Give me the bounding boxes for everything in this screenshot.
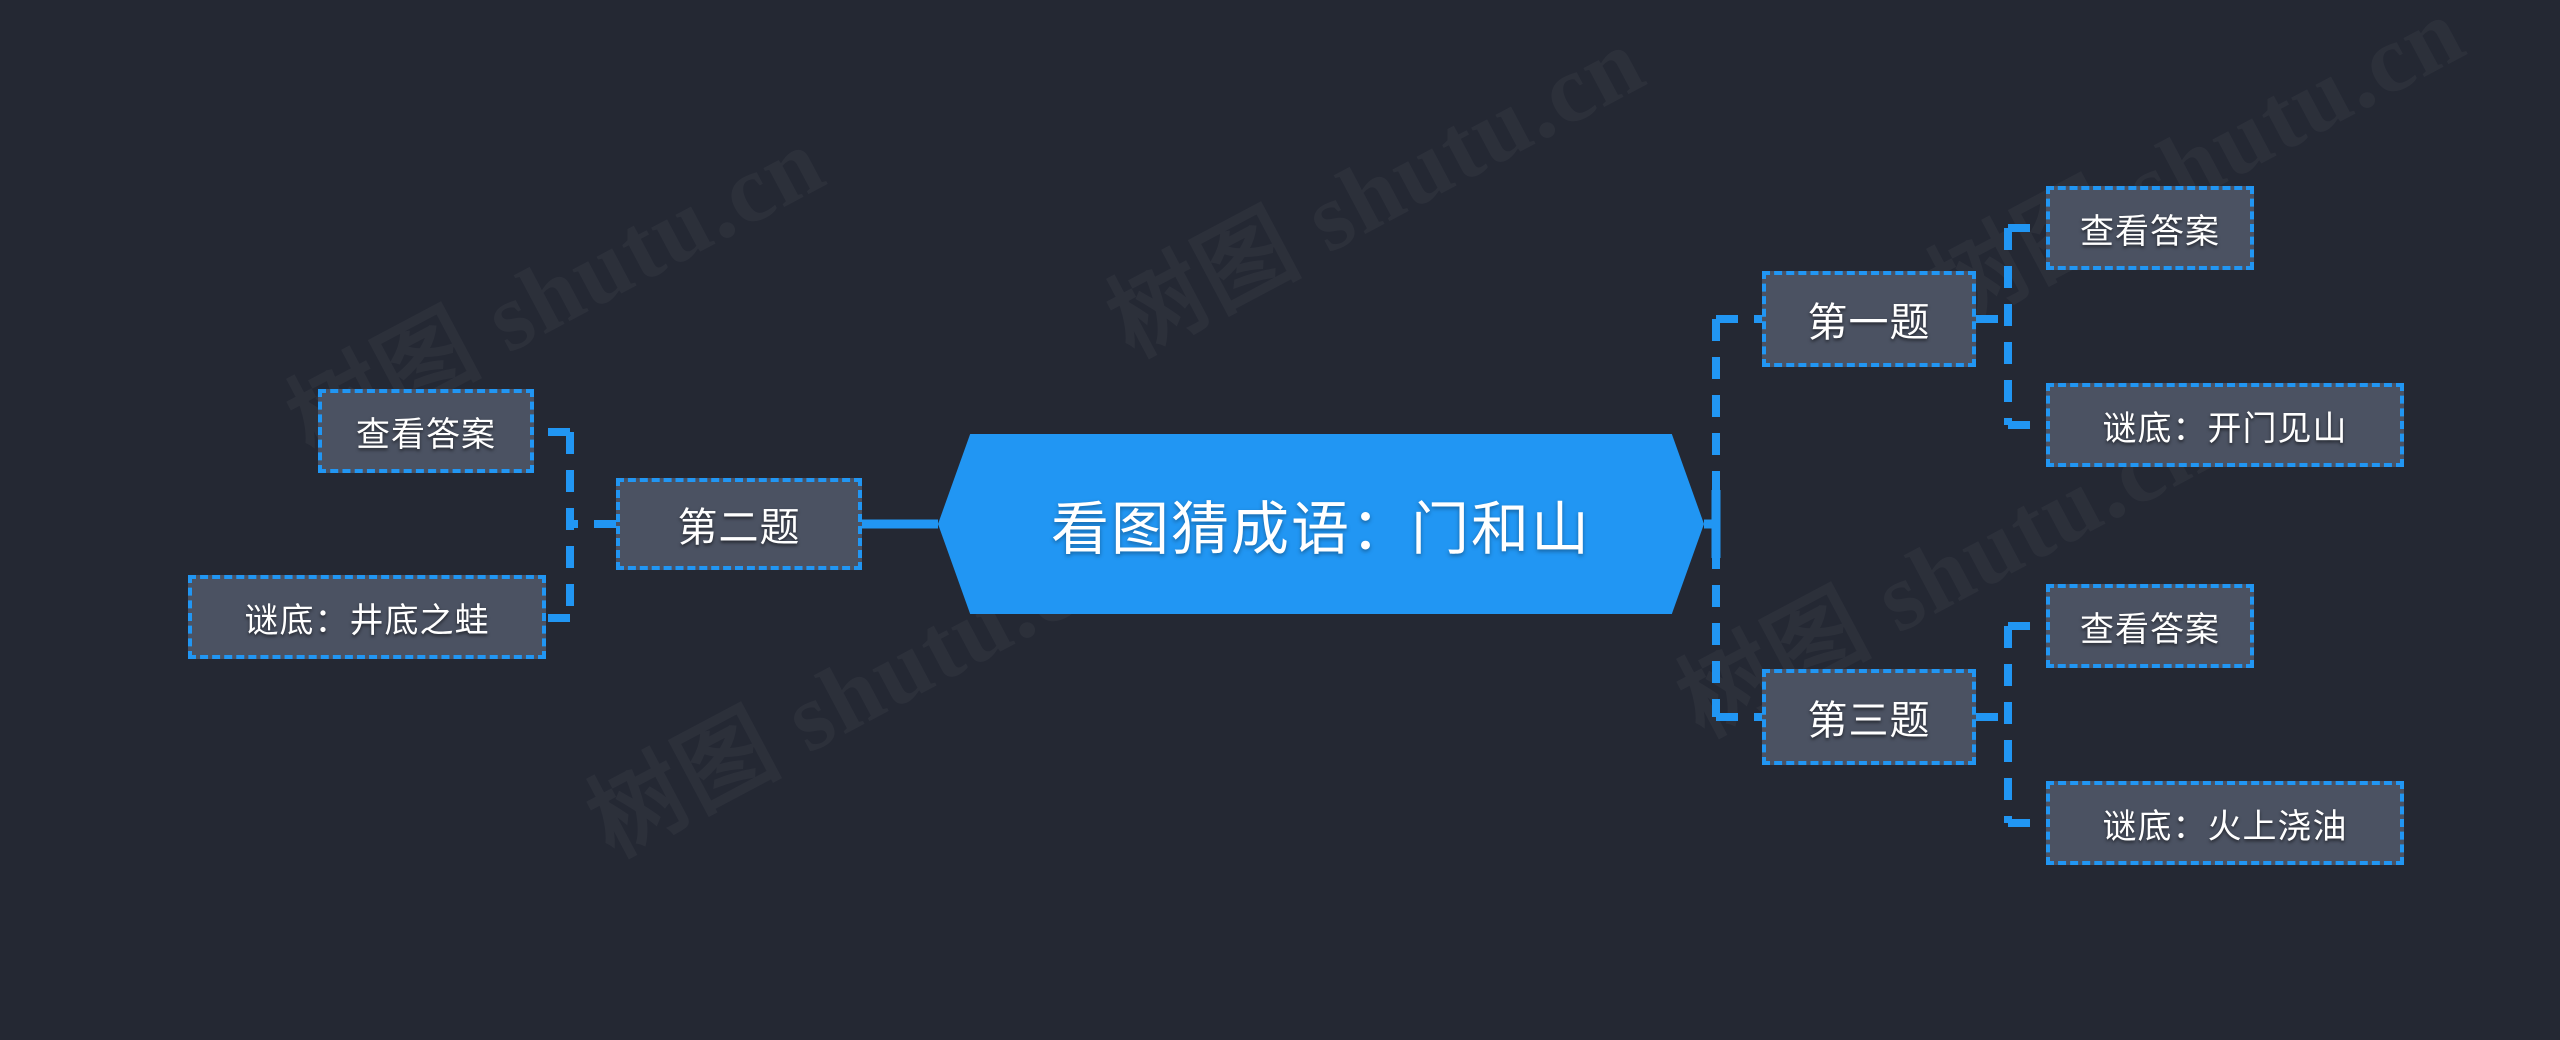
node-question-2-answer[interactable]: 谜底：井底之蛙 xyxy=(188,575,546,659)
node-question-3-answer[interactable]: 谜底：火上浇油 xyxy=(2046,781,2404,865)
central-topic-node[interactable]: 看图猜成语：门和山 xyxy=(938,434,1704,614)
node-question-2[interactable]: 第二题 xyxy=(616,478,862,570)
node-question-1-view-answer-label: 查看答案 xyxy=(2080,212,2220,251)
node-question-3-view-answer-label: 查看答案 xyxy=(2080,610,2220,649)
node-question-2-answer-label: 谜底：井底之蛙 xyxy=(244,601,490,640)
node-question-1-answer-label: 谜底：开门见山 xyxy=(2102,409,2348,448)
node-question-1-view-answer[interactable]: 查看答案 xyxy=(2046,186,2254,270)
node-question-3-label: 第三题 xyxy=(1807,699,1931,743)
node-question-1[interactable]: 第一题 xyxy=(1762,271,1976,367)
node-question-1-answer[interactable]: 谜底：开门见山 xyxy=(2046,383,2404,467)
central-topic-label: 看图猜成语：门和山 xyxy=(1050,497,1591,562)
node-question-3-answer-label: 谜底：火上浇油 xyxy=(2102,807,2348,846)
node-question-2-view-answer[interactable]: 查看答案 xyxy=(318,389,534,473)
node-question-3[interactable]: 第三题 xyxy=(1762,669,1976,765)
node-question-3-view-answer[interactable]: 查看答案 xyxy=(2046,584,2254,668)
node-question-1-label: 第一题 xyxy=(1807,301,1931,345)
node-question-2-view-answer-label: 查看答案 xyxy=(356,415,496,454)
node-question-2-label: 第二题 xyxy=(677,506,801,550)
